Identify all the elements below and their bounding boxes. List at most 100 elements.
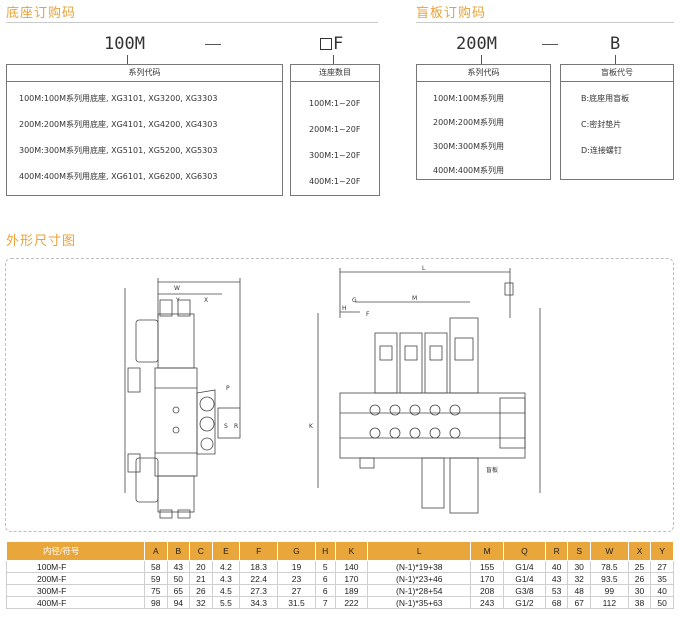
spec-value-cell: 7 <box>314 596 336 609</box>
spec-header-cell: G <box>277 541 316 561</box>
dim-label-r: R <box>234 423 238 430</box>
spec-value-cell: 112 <box>589 596 629 609</box>
spec-value-cell: 75 <box>144 584 168 597</box>
spec-value-cell: 32 <box>189 596 213 609</box>
spec-value-cell: 32 <box>567 572 591 585</box>
plate-series-row: 100M:100M系列用 <box>433 94 505 103</box>
spec-value-cell: 5.5 <box>211 596 241 609</box>
spec-header-cell: W <box>589 541 629 561</box>
spec-value-cell: 5 <box>314 560 336 573</box>
spec-value-cell: G1/4 <box>503 560 546 573</box>
dim-label-y: Y <box>175 297 180 304</box>
spec-value-cell: 170 <box>334 572 369 585</box>
spec-table: 内径/符号 A B C E F G H K L M Q R S W X Y 10… <box>6 541 674 609</box>
spec-header-cell: B <box>166 541 191 561</box>
base-count-header: 连座数目 <box>291 65 379 82</box>
spec-value-cell: 98 <box>144 596 168 609</box>
spec-value-cell: 19 <box>277 560 316 573</box>
spec-value-cell: 35 <box>650 572 674 585</box>
dim-label-h: H <box>342 305 347 312</box>
spec-value-cell: 170 <box>470 572 504 585</box>
spec-header-cell: L <box>367 541 472 561</box>
spec-header-cell: Q <box>503 541 546 561</box>
spec-value-cell: 20 <box>189 560 213 573</box>
base-code-main: 100M <box>104 34 145 54</box>
spec-value-cell: 27 <box>277 584 316 597</box>
spec-value-cell: 34.3 <box>239 596 279 609</box>
base-code-suffix: F <box>333 34 344 54</box>
spec-header-cell: F <box>239 541 279 561</box>
spec-value-cell: 94 <box>166 596 191 609</box>
dim-label-k: K <box>309 423 314 430</box>
spec-header-cell: 内径/符号 <box>6 541 145 561</box>
spec-value-cell: 43 <box>166 560 191 573</box>
spec-value-cell: 243 <box>470 596 504 609</box>
plate-type-box: 盲板代号 B:底座用盲板 C:密封垫片 D:连接螺钉 <box>560 64 674 180</box>
spec-value-cell: 189 <box>334 584 369 597</box>
spec-header-cell: H <box>314 541 336 561</box>
dim-label-w: W <box>174 285 180 292</box>
plate-code-main: 200M <box>456 34 497 54</box>
side-view <box>124 278 241 519</box>
plate-order-title: 盲板订购码 <box>416 6 487 21</box>
spec-value-cell: 27.3 <box>239 584 279 597</box>
plate-suffix-tick <box>615 55 616 64</box>
spec-value-cell: 59 <box>144 572 168 585</box>
spec-value-cell: 222 <box>334 596 369 609</box>
spec-header-cell: C <box>189 541 213 561</box>
base-code-tick <box>127 55 128 64</box>
spec-value-cell: G1/2 <box>503 596 546 609</box>
base-code-placeholder-box <box>320 38 332 50</box>
plate-code-tick <box>481 55 482 64</box>
spec-value-cell: 4.3 <box>211 572 241 585</box>
spec-value-cell: 58 <box>144 560 168 573</box>
spec-header-cell: Y <box>650 541 674 561</box>
dim-label-m: M <box>412 295 417 302</box>
spec-value-cell: 6 <box>314 584 336 597</box>
plate-series-header: 系列代码 <box>417 65 550 82</box>
base-series-row: 300M:300M系列用底座, XG5101, XG5200, XG5303 <box>19 146 218 155</box>
base-series-row: 400M:400M系列用底座, XG6101, XG6200, XG6303 <box>19 172 218 181</box>
spec-value-cell: 93.5 <box>589 572 629 585</box>
front-view <box>317 268 541 514</box>
spec-value-cell: 50 <box>166 572 191 585</box>
spec-value-cell: 4.2 <box>211 560 241 573</box>
spec-value-cell: 30 <box>627 584 652 597</box>
plate-series-row: 200M:200M系列用 <box>433 118 505 127</box>
spec-value-cell: 50 <box>650 596 674 609</box>
spec-value-cell: 27 <box>650 560 674 573</box>
plate-type-row: B:底座用盲板 <box>581 94 630 103</box>
dimension-drawing-frame <box>5 258 674 532</box>
spec-model-cell: 400M-F <box>6 596 145 609</box>
base-series-row: 200M:200M系列用底座, XG4101, XG4200, XG4303 <box>19 120 218 129</box>
spec-header-cell: K <box>334 541 369 561</box>
spec-value-cell: G3/8 <box>503 584 546 597</box>
spec-value-cell: (N-1)*19+38 <box>367 560 472 573</box>
spec-header-cell: E <box>211 541 241 561</box>
plate-series-row: 400M:400M系列用 <box>433 166 505 175</box>
spec-header-cell: X <box>627 541 652 561</box>
base-count-box: 连座数目 100M:1~20F 200M:1~20F 300M:1~20F 40… <box>290 64 380 196</box>
dimension-drawing: W Y X P S R L M G H F K 盲板 <box>124 265 541 519</box>
spec-value-cell: 4.5 <box>211 584 241 597</box>
plate-series-box: 系列代码 100M:100M系列用 200M:200M系列用 300M:300M… <box>416 64 551 180</box>
spec-value-cell: 40 <box>650 584 674 597</box>
spec-header-cell: S <box>567 541 591 561</box>
spec-value-cell: 26 <box>627 572 652 585</box>
plate-type-row: D:连接螺钉 <box>581 146 622 155</box>
spec-value-cell: 26 <box>189 584 213 597</box>
plate-type-row: C:密封垫片 <box>581 120 622 129</box>
base-count-row: 300M:1~20F <box>309 151 361 160</box>
spec-value-cell: 38 <box>627 596 652 609</box>
base-count-row: 400M:1~20F <box>309 177 361 186</box>
spec-value-cell: 53 <box>544 584 569 597</box>
base-series-header: 系列代码 <box>7 65 282 82</box>
dim-label-s: S <box>224 423 228 430</box>
spec-header-cell: R <box>544 541 569 561</box>
plate-series-row: 300M:300M系列用 <box>433 142 505 151</box>
base-series-row: 100M:100M系列用底座, XG3101, XG3200, XG3303 <box>19 94 218 103</box>
spec-value-cell: 155 <box>470 560 504 573</box>
